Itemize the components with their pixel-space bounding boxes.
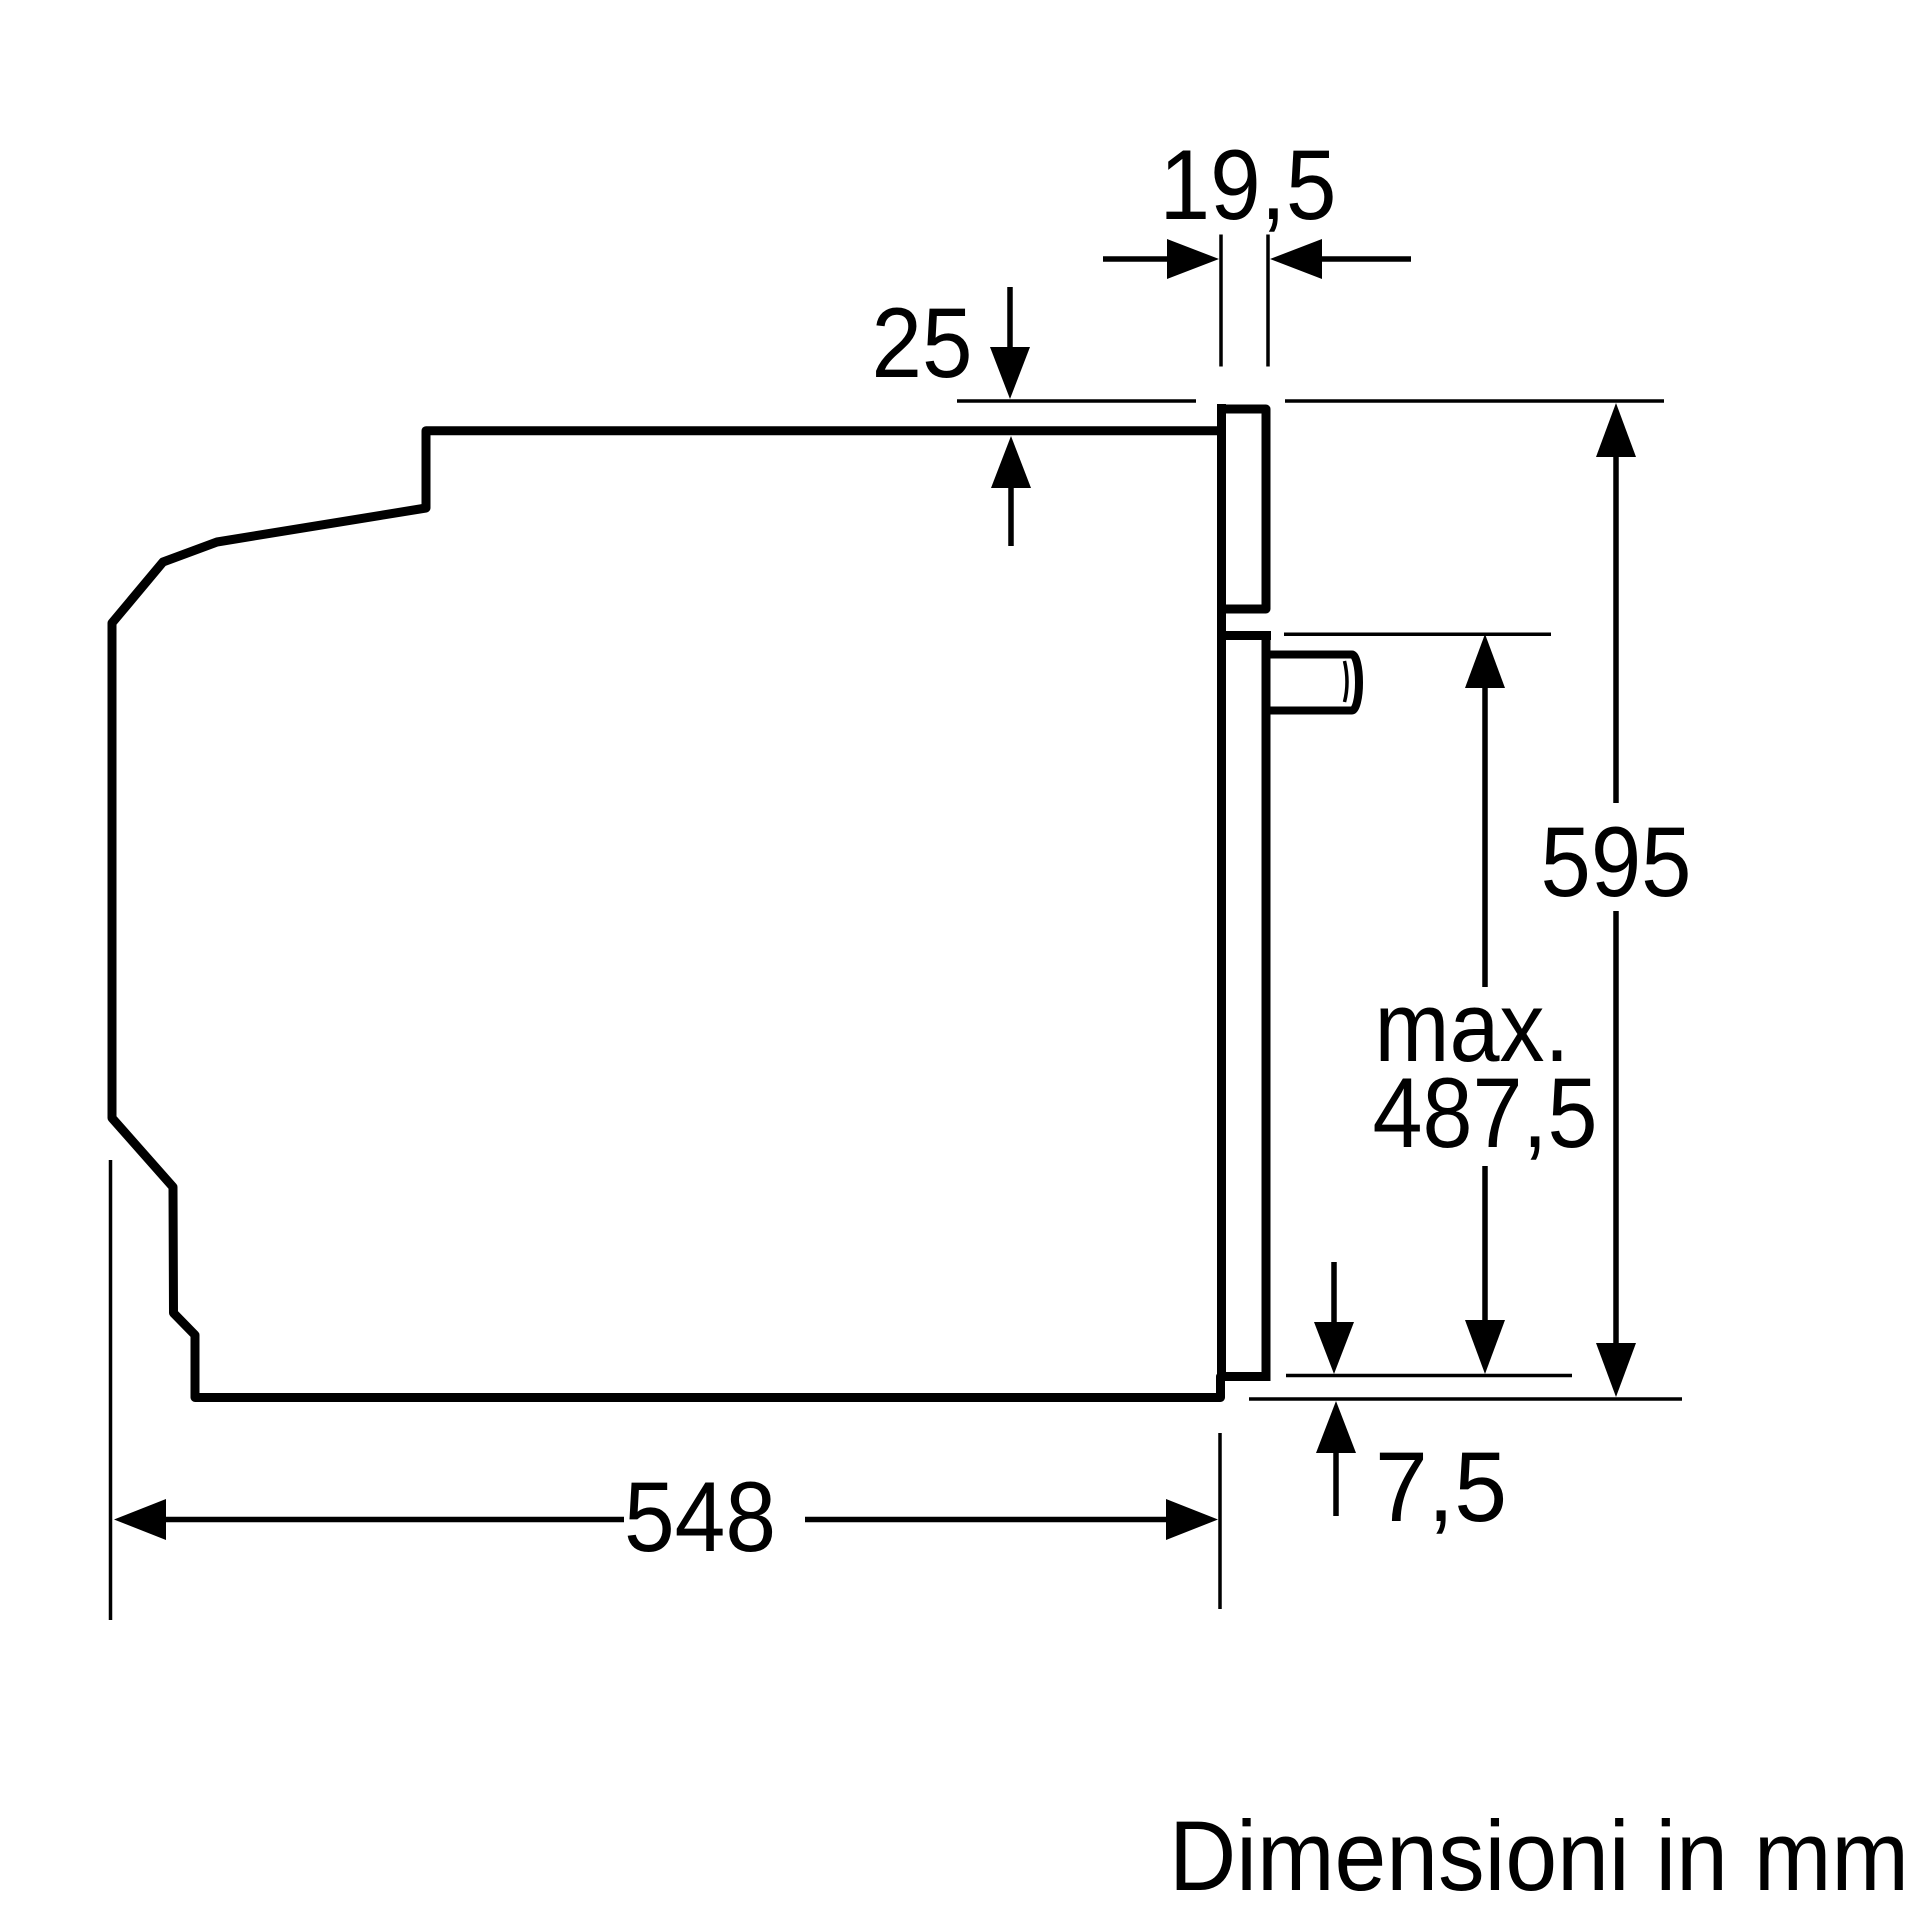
svg-text:548: 548 bbox=[624, 1461, 776, 1572]
svg-text:Dimensioni in mm: Dimensioni in mm bbox=[1169, 1800, 1909, 1911]
svg-text:487,5: 487,5 bbox=[1373, 1057, 1598, 1168]
svg-text:max.: max. bbox=[1375, 971, 1570, 1082]
svg-text:19,5: 19,5 bbox=[1160, 129, 1337, 240]
svg-text:7,5: 7,5 bbox=[1375, 1431, 1507, 1542]
svg-text:25: 25 bbox=[872, 287, 973, 398]
svg-text:595: 595 bbox=[1541, 806, 1692, 917]
